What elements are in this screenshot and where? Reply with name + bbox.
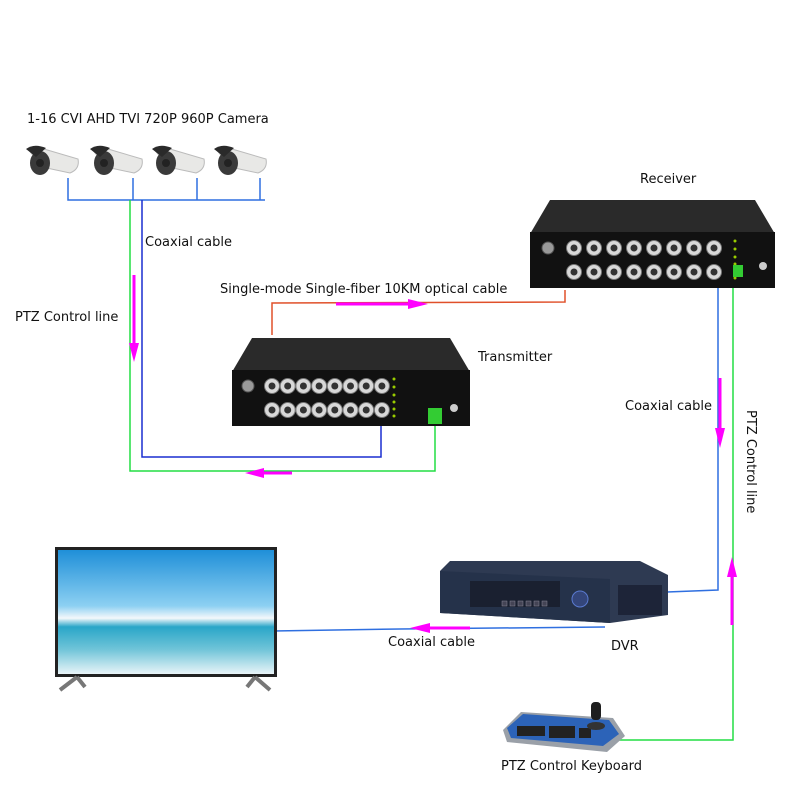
dvr-device bbox=[440, 561, 668, 623]
transmitter-label: Transmitter bbox=[478, 350, 553, 365]
transmitter-bnc-port-8 bbox=[373, 378, 390, 394]
receiver-bnc-port-5 bbox=[646, 240, 662, 256]
transmitter-device bbox=[232, 338, 470, 426]
receiver-bnc-port-1 bbox=[566, 240, 582, 256]
receiver-bnc-port-4 bbox=[626, 240, 642, 256]
receiver-bnc-port-11 bbox=[606, 264, 622, 280]
transmitter-bnc-port-4 bbox=[311, 378, 328, 394]
joystick-icon bbox=[591, 702, 601, 720]
coax-label-bottom: Coaxial cable bbox=[388, 635, 475, 650]
receiver-bnc-port-14 bbox=[666, 264, 682, 280]
coax-label-right: Coaxial cable bbox=[625, 399, 712, 414]
receiver-bnc-port-8 bbox=[706, 240, 722, 256]
receiver-bnc-port-13 bbox=[646, 264, 662, 280]
fiber-label: Single-mode Single-fiber 10KM optical ca… bbox=[220, 282, 508, 297]
transmitter-bnc-port-12 bbox=[311, 402, 328, 418]
receiver-bnc-port-2 bbox=[586, 240, 602, 256]
transmitter-bnc-port-15 bbox=[358, 402, 375, 418]
arrow-up-ptz-right bbox=[727, 557, 737, 625]
arrow-down-coax-left bbox=[129, 275, 139, 362]
transmitter-bnc-port-3 bbox=[295, 378, 312, 394]
arrow-right-fiber bbox=[336, 299, 428, 309]
receiver-bnc-port-6 bbox=[666, 240, 682, 256]
arrow-left-coax-bottom bbox=[410, 623, 470, 633]
ptz-label-left: PTZ Control line bbox=[15, 310, 119, 325]
receiver-bnc-ports bbox=[566, 240, 722, 280]
receiver-bnc-port-3 bbox=[606, 240, 622, 256]
receiver-device bbox=[530, 200, 775, 288]
transmitter-bnc-port-9 bbox=[264, 402, 280, 418]
receiver-bnc-port-10 bbox=[586, 264, 602, 280]
transmitter-bnc-port-16 bbox=[373, 402, 390, 418]
camera-2 bbox=[90, 145, 143, 175]
tv-screen bbox=[58, 550, 274, 674]
transmitter-bnc-port-1 bbox=[264, 378, 280, 394]
ptz-label-right: PTZ Control line bbox=[743, 410, 758, 514]
camera-title: 1-16 CVI AHD TVI 720P 960P Camera bbox=[27, 112, 269, 127]
dvr-label: DVR bbox=[611, 639, 639, 654]
coax-dvr-to-tv bbox=[272, 626, 606, 632]
transmitter-bnc-port-14 bbox=[342, 402, 359, 418]
transmitter-bnc-port-10 bbox=[279, 402, 296, 418]
receiver-fiber-port bbox=[541, 241, 555, 255]
coax-receiver-to-dvr bbox=[666, 285, 719, 593]
arrow-down-coax-right bbox=[715, 378, 725, 448]
transmitter-bnc-ports bbox=[264, 378, 390, 418]
camera-3 bbox=[152, 145, 205, 175]
transmitter-bnc-port-13 bbox=[326, 402, 343, 418]
receiver-bnc-port-15 bbox=[686, 264, 702, 280]
ptz-line-keyboard-to-receiver bbox=[615, 285, 734, 741]
receiver-label: Receiver bbox=[640, 172, 697, 187]
transmitter-bnc-port-2 bbox=[279, 378, 296, 394]
keyboard-label: PTZ Control Keyboard bbox=[501, 759, 643, 774]
coax-label-top: Coaxial cable bbox=[145, 235, 232, 250]
camera-4 bbox=[214, 145, 267, 175]
transmitter-data-terminal bbox=[428, 408, 442, 424]
tv-monitor bbox=[55, 547, 277, 692]
coax-camera-to-transmitter bbox=[141, 200, 382, 458]
ptz-line-transmitter-to-camera bbox=[129, 200, 436, 472]
camera-1 bbox=[26, 145, 79, 175]
transmitter-bnc-port-6 bbox=[342, 378, 359, 394]
receiver-bnc-port-16 bbox=[706, 264, 722, 280]
arrow-left-ptz bbox=[245, 468, 292, 478]
ptz-keyboard-device bbox=[503, 702, 625, 752]
camera-bus bbox=[67, 178, 265, 201]
receiver-bnc-port-9 bbox=[566, 264, 582, 280]
receiver-bnc-port-7 bbox=[686, 240, 702, 256]
dvr-jog-dial bbox=[571, 590, 589, 608]
transmitter-bnc-port-7 bbox=[358, 378, 375, 394]
receiver-data-terminal bbox=[733, 265, 743, 277]
transmitter-fiber-port bbox=[241, 379, 255, 393]
transmitter-bnc-port-5 bbox=[326, 378, 343, 394]
receiver-bnc-port-12 bbox=[626, 264, 642, 280]
transmitter-bnc-port-11 bbox=[295, 402, 312, 418]
